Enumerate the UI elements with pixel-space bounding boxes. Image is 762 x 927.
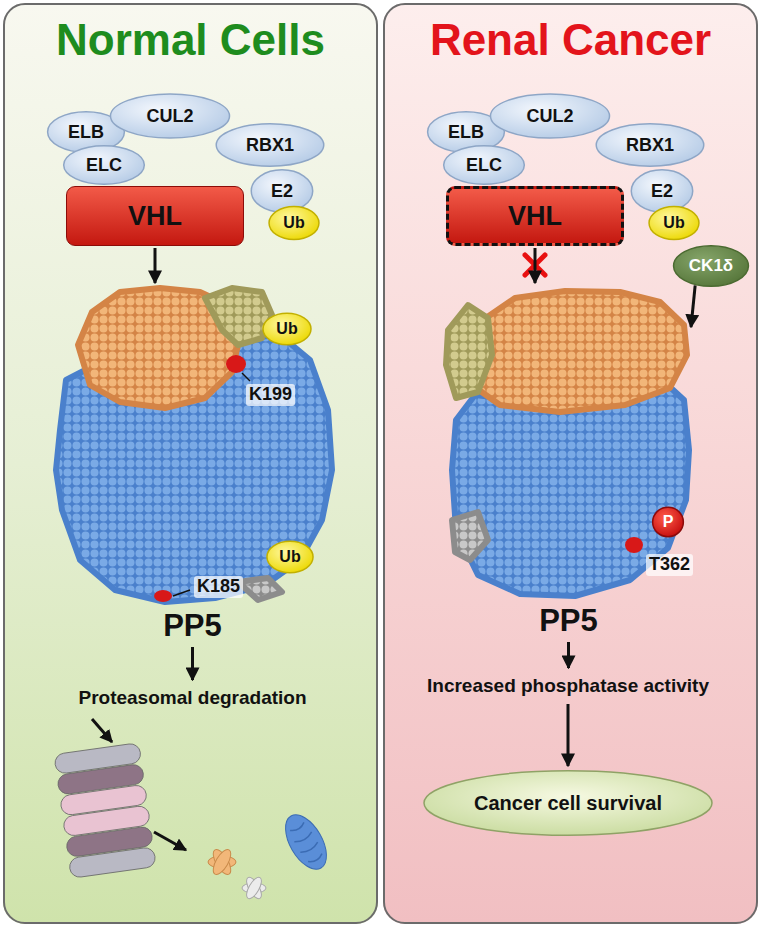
peptide-fragment bbox=[242, 875, 266, 901]
node-text: RBX1 bbox=[246, 135, 294, 156]
ubiquitin-tag: Ub bbox=[648, 205, 700, 241]
node-text: Ub bbox=[276, 320, 297, 338]
node-text: CK1δ bbox=[689, 256, 733, 276]
node-outline bbox=[653, 507, 684, 536]
peptide-fragment bbox=[208, 847, 236, 877]
flow-arrow bbox=[691, 285, 695, 327]
node-text: Increased phosphatase activity bbox=[427, 675, 709, 697]
process-step: Increased phosphatase activity bbox=[400, 670, 736, 702]
protein-subunit: RBX1 bbox=[214, 122, 326, 168]
node-outline bbox=[216, 124, 324, 166]
node-text: RBX1 bbox=[626, 135, 674, 156]
vhl-box: VHL bbox=[66, 186, 244, 246]
node-text: ELC bbox=[466, 155, 502, 176]
node-outline bbox=[269, 206, 319, 239]
node-text: VHL bbox=[128, 201, 182, 232]
node-outline bbox=[267, 541, 313, 572]
node-outline bbox=[649, 206, 699, 239]
node-text: ELB bbox=[448, 122, 484, 143]
node-text: E2 bbox=[651, 181, 673, 202]
protein-surface bbox=[56, 288, 332, 602]
protein-subunit: ELC bbox=[62, 144, 146, 186]
kinase-ellipse: CK1δ bbox=[672, 244, 750, 288]
node-outline bbox=[631, 170, 692, 212]
panel: Normal CellsELBCUL2RBX1ELCE2UbVHLPP5UbUb… bbox=[3, 3, 378, 924]
panel-ground bbox=[383, 3, 758, 924]
flow-arrow bbox=[567, 642, 570, 668]
ubiquitin-tag: Ub bbox=[266, 540, 314, 574]
protein-subunit: E2 bbox=[250, 168, 314, 214]
panel-ground bbox=[3, 3, 378, 924]
flow-arrow bbox=[154, 248, 157, 283]
node-outline bbox=[110, 94, 229, 138]
flow-arrow bbox=[567, 704, 570, 766]
ubiquitin-tag: Ub bbox=[268, 205, 320, 241]
node-outline bbox=[444, 146, 525, 185]
node-text: ELB bbox=[68, 122, 104, 143]
site-label: K199 bbox=[246, 384, 295, 406]
node-text: CUL2 bbox=[526, 106, 573, 127]
panel: Renal CancerELB CUL2RBX1ELC E2Ub VHL PP5 P CK1… bbox=[383, 3, 758, 924]
outcome-ellipse: Cancer cell survival bbox=[418, 768, 718, 838]
node-outline bbox=[424, 771, 712, 835]
protein-subunit: RBX1 bbox=[594, 122, 706, 168]
vhl-box: VHL bbox=[446, 186, 624, 246]
node-outline bbox=[490, 94, 609, 138]
node-text: P bbox=[663, 513, 674, 531]
leader-line bbox=[173, 373, 250, 596]
site-label: T362 bbox=[646, 554, 693, 576]
pp5-protein: PP5 P bbox=[445, 285, 692, 640]
ubiquitin-tag: Ub bbox=[262, 312, 312, 346]
node-text: Ub bbox=[279, 548, 300, 566]
node-outline bbox=[674, 246, 749, 286]
node-outline bbox=[263, 313, 311, 344]
flow-arrow bbox=[92, 719, 186, 850]
panel-title: Normal Cells bbox=[56, 15, 325, 66]
protein-subunit: E2 bbox=[630, 168, 694, 214]
node-text: VHL bbox=[508, 201, 562, 232]
flow-arrow bbox=[191, 647, 194, 680]
node-text: PP5 bbox=[163, 609, 222, 643]
process-step: Proteasomal degradation bbox=[50, 682, 335, 714]
peptide-fragment bbox=[277, 808, 335, 876]
node-text: Ub bbox=[283, 214, 304, 232]
phospho-tag: P bbox=[652, 506, 684, 538]
site-label: K185 bbox=[194, 576, 243, 598]
node-text: PP5 bbox=[539, 604, 598, 638]
node-text: Ub bbox=[663, 214, 684, 232]
proteasome bbox=[54, 743, 157, 879]
node-text: CUL2 bbox=[146, 106, 193, 127]
residue-spot bbox=[154, 355, 643, 602]
node-text: Cancer cell survival bbox=[474, 792, 662, 815]
node-outline bbox=[596, 124, 704, 166]
node-outline bbox=[64, 146, 145, 185]
protein-subunit: CUL2 bbox=[488, 92, 612, 140]
node-text: Proteasomal degradation bbox=[78, 687, 306, 709]
protein-subunit: ELC bbox=[442, 144, 526, 186]
node-text: E2 bbox=[271, 181, 293, 202]
panel-title: Renal Cancer bbox=[430, 15, 711, 66]
protein-surface bbox=[446, 291, 689, 596]
protein-subunit: CUL2 bbox=[108, 92, 232, 140]
pp5-protein: PP5UbUb bbox=[50, 285, 335, 645]
flow-arrow bbox=[534, 248, 537, 283]
node-text: ELC bbox=[86, 155, 122, 176]
node-outline bbox=[251, 170, 312, 212]
